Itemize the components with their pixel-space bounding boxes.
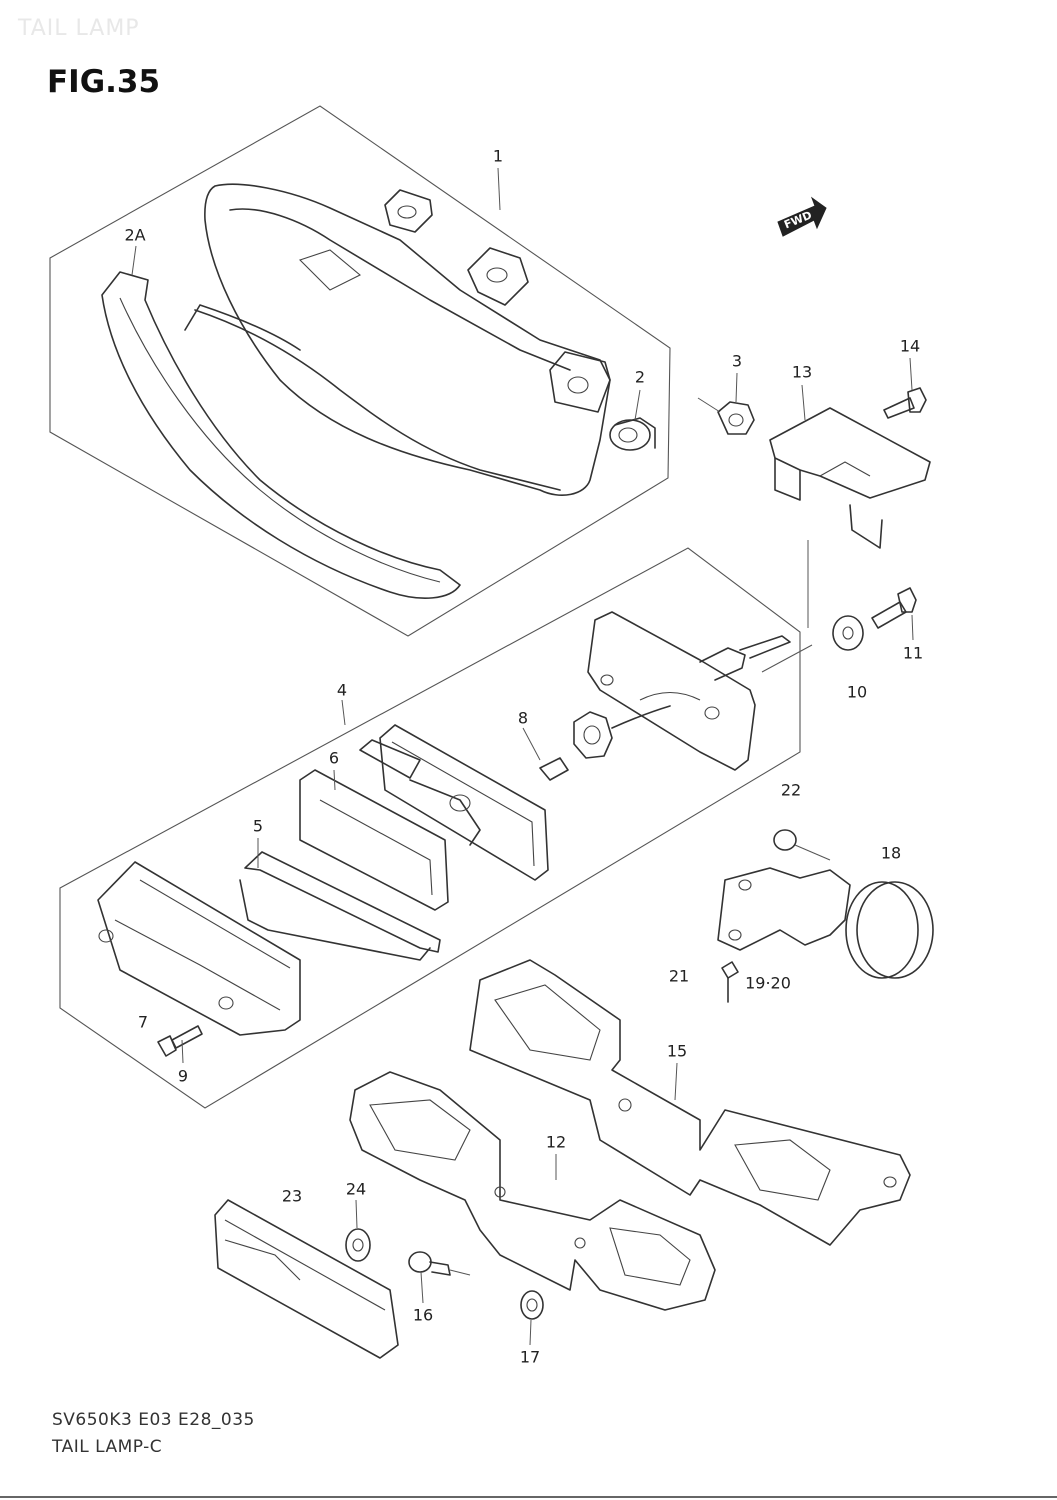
callout-16: 16 xyxy=(412,1305,434,1325)
part-14-screw xyxy=(883,387,927,419)
part-16-bolt xyxy=(408,1251,471,1276)
watermark-text: TAIL LAMP xyxy=(18,16,140,41)
part-8-bulb-socket xyxy=(539,705,671,781)
part-24-nut xyxy=(345,1228,371,1262)
callout-8: 8 xyxy=(517,708,529,728)
callout-10: 10 xyxy=(846,682,868,702)
leader-lines xyxy=(131,167,914,1346)
callout-22: 22 xyxy=(780,780,802,800)
diagram-code: SV650K3 E03 E28_035 xyxy=(52,1410,255,1430)
part-23-reflector xyxy=(214,1199,399,1359)
callout-18: 18 xyxy=(880,843,902,863)
callout-21: 21 xyxy=(668,966,690,986)
part-11-screw xyxy=(871,587,917,629)
part-3-nut xyxy=(697,397,755,435)
part-1-tail-cowling xyxy=(101,183,656,599)
callout-2: 2 xyxy=(634,367,646,387)
diagram-caption: TAIL LAMP-C xyxy=(52,1437,163,1457)
callout-6: 6 xyxy=(328,748,340,768)
part-19-20-screw xyxy=(721,961,739,1003)
callout-14: 14 xyxy=(899,336,921,356)
callout-4: 4 xyxy=(336,680,348,700)
callout-1: 1 xyxy=(492,146,504,166)
callout-15: 15 xyxy=(666,1041,688,1061)
part-5-gasket xyxy=(239,769,449,961)
part-17-nut xyxy=(520,1290,544,1320)
part-22-lamp-case xyxy=(587,611,791,771)
figure-title: FIG.35 xyxy=(47,64,161,100)
callout-24: 24 xyxy=(345,1179,367,1199)
part-6-lamp-unit xyxy=(359,724,549,881)
callout-2a: 2A xyxy=(124,225,146,245)
part-1-group-box xyxy=(49,105,671,637)
bottom-border xyxy=(0,1496,1057,1498)
callout-23: 23 xyxy=(281,1186,303,1206)
fwd-direction-badge xyxy=(777,196,827,237)
part-13-bracket xyxy=(769,407,931,549)
part-10-washer xyxy=(832,615,864,651)
callout-3: 3 xyxy=(731,351,743,371)
callout-11: 11 xyxy=(902,643,924,663)
callout-17: 17 xyxy=(519,1347,541,1367)
callout-19-20: 19·20 xyxy=(745,973,791,993)
part-9-screw xyxy=(157,1025,203,1057)
part-7-lens xyxy=(97,861,301,1036)
callout-7: 7 xyxy=(137,1012,149,1032)
callout-5: 5 xyxy=(252,816,264,836)
part-15-plate-bracket xyxy=(469,959,911,1246)
part-18-license-lamp xyxy=(717,829,934,979)
callout-9: 9 xyxy=(177,1066,189,1086)
callout-13: 13 xyxy=(791,362,813,382)
callout-12: 12 xyxy=(545,1132,567,1152)
part-12-plate-bracket xyxy=(349,1071,716,1311)
part-4-group-box xyxy=(59,547,801,1109)
